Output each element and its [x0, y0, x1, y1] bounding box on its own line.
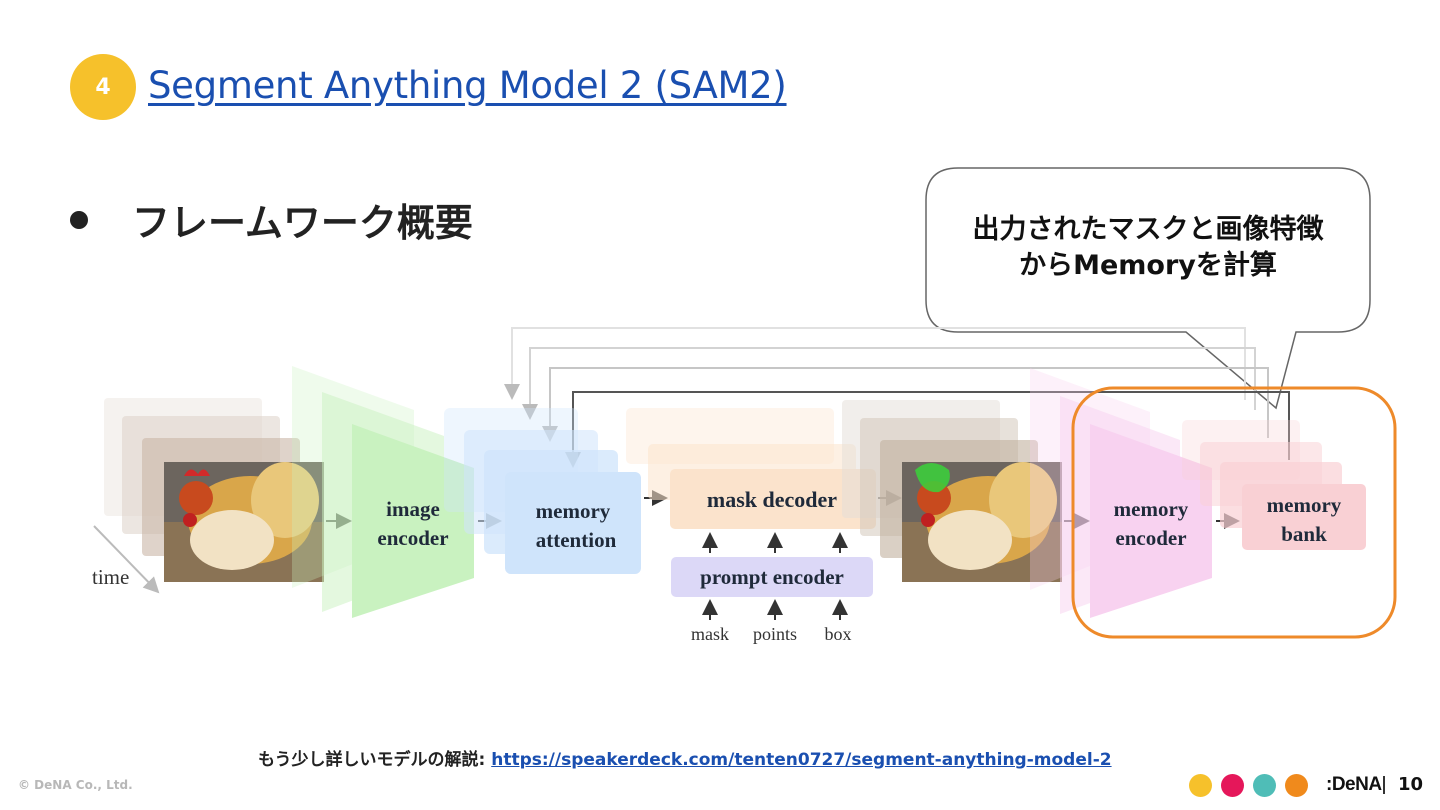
slide-title-link[interactable]: Segment Anything Model 2 (SAM2): [148, 64, 787, 107]
mask-decoder-block: [670, 469, 876, 529]
prompt-input-points: points: [753, 624, 797, 644]
prompt-input-box: box: [825, 624, 852, 644]
page-number: 10: [1398, 774, 1424, 795]
prompt-encoder-block: [671, 557, 873, 597]
footer-note-prefix: もう少し詳しいモデルの解説:: [258, 750, 492, 770]
memory-encoder-block: [1090, 424, 1212, 618]
footer-note: もう少し詳しいモデルの解説: https://speakerdeck.com/t…: [258, 745, 1112, 770]
callout-text: 出力されたマスクと画像特徴 からMemoryを計算: [930, 212, 1366, 284]
dena-logo: :DeNA: [1326, 774, 1382, 795]
image-encoder-block: [352, 424, 474, 618]
brand-dots: [1189, 774, 1308, 797]
prompt-input-mask: mask: [691, 624, 729, 644]
callout-line-1: 出力されたマスクと画像特徴: [972, 214, 1324, 245]
brand-dot-teal: [1253, 774, 1276, 797]
prompt-encoder-label: prompt encoder: [700, 565, 844, 589]
callout-line-2: からMemoryを計算: [1019, 250, 1277, 281]
footer-link[interactable]: https://speakerdeck.com/tenten0727/segme…: [491, 750, 1112, 770]
brand-dot-orange: [1285, 774, 1308, 797]
memory-attention-label-1: memory: [536, 499, 611, 523]
section-number-badge: 4: [70, 54, 136, 120]
bullet-dot-icon: [70, 210, 88, 229]
memory-bank-block: [1242, 484, 1366, 550]
memory-bank-label-1: memory: [1267, 493, 1342, 517]
callout-bubble: [925, 167, 1371, 410]
memory-bank-label-2: bank: [1281, 522, 1327, 546]
output-frame-stack: [842, 400, 1062, 582]
image-encoder-label-1: image: [386, 497, 440, 521]
brand-dot-pink: [1221, 774, 1244, 797]
memory-encoder-label-2: encoder: [1115, 526, 1186, 550]
memory-highlight-box: [1071, 386, 1397, 639]
brand-dot-yellow: [1189, 774, 1212, 797]
image-encoder-label-2: encoder: [377, 526, 448, 550]
memory-encoder-label-1: memory: [1114, 497, 1189, 521]
memory-attention-label-2: attention: [536, 528, 617, 552]
footer-separator: [1383, 776, 1385, 794]
time-label: time: [92, 565, 129, 589]
bullet-item: フレームワーク概要: [70, 192, 473, 247]
bullet-text: フレームワーク概要: [132, 201, 473, 245]
mask-decoder-label: mask decoder: [707, 487, 837, 512]
copyright: © DeNA Co., Ltd.: [18, 778, 133, 792]
memory-attention-block: [505, 472, 641, 574]
input-frame-stack: [104, 398, 324, 582]
